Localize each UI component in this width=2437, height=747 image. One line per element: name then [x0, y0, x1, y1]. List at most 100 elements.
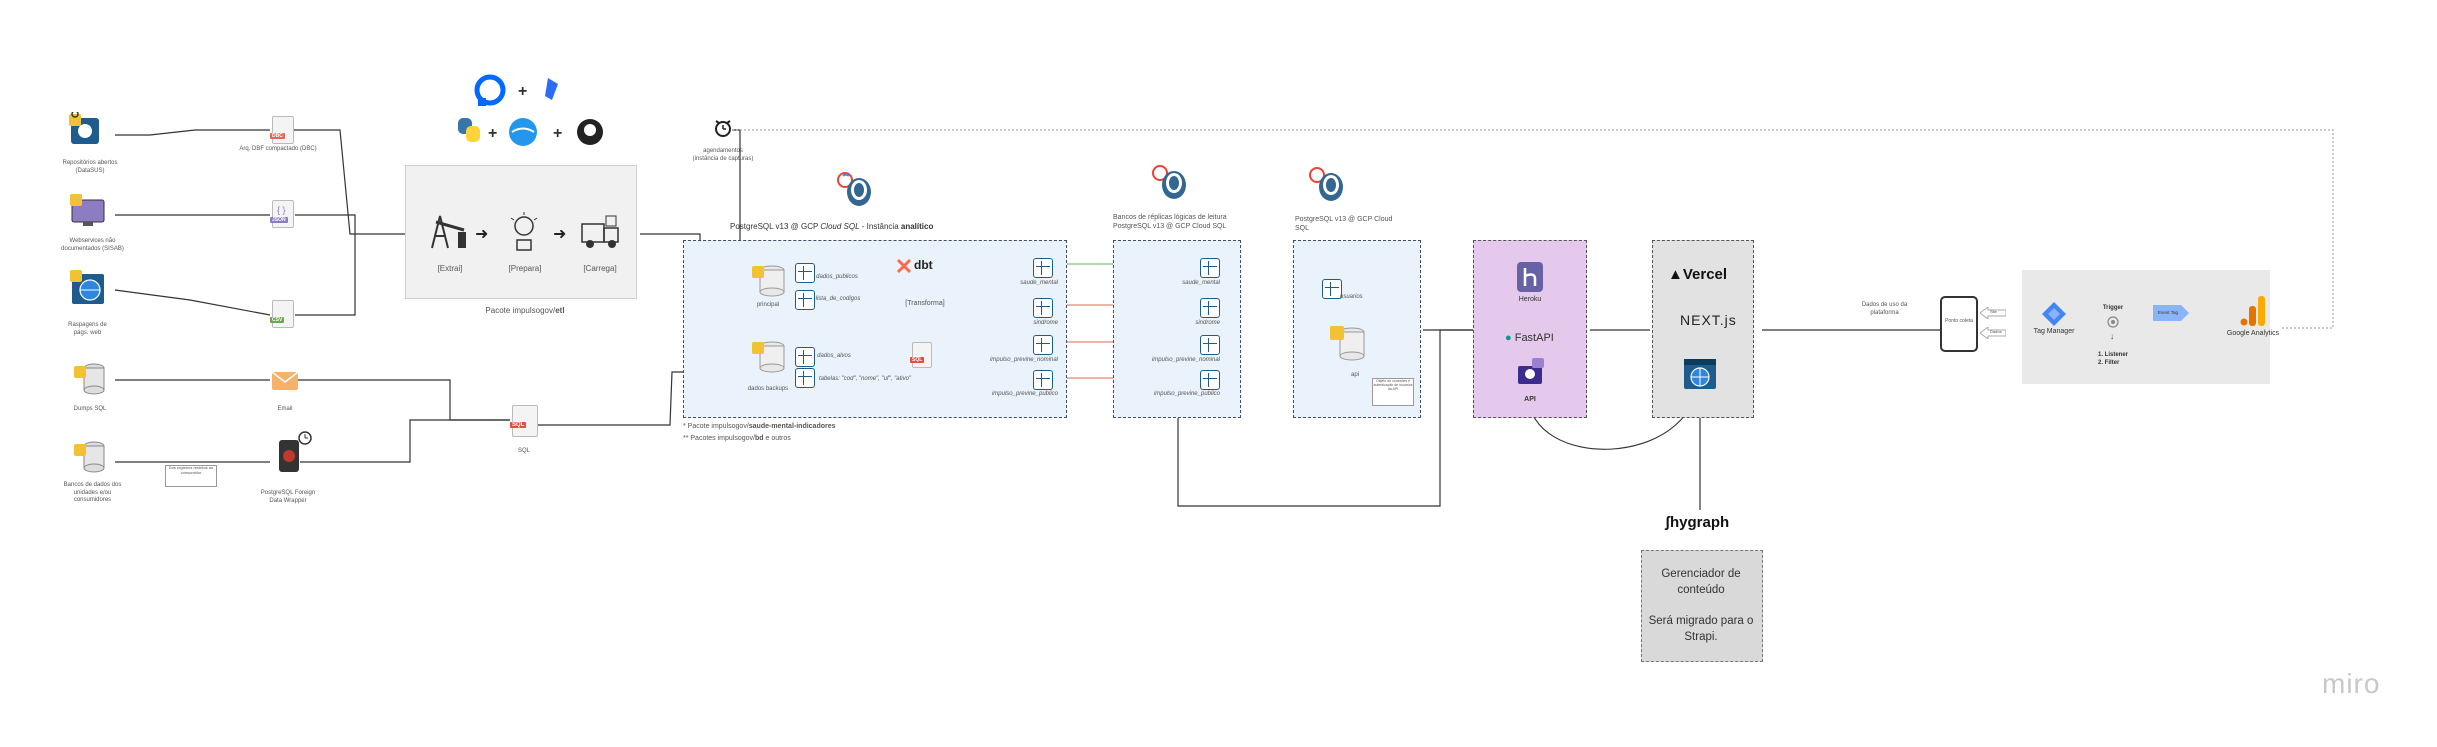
monitor-lock-icon — [70, 194, 105, 226]
svg-text:+: + — [553, 125, 562, 142]
fdw-label: PostgreSQL Foreign Data Wrapper — [260, 490, 316, 504]
extract-icon — [428, 210, 470, 252]
webservices-label: Webservices não documentados (SISAB) — [61, 238, 124, 252]
table-label-dados-alvos: dados_alvos — [817, 353, 851, 359]
heroku-icon — [1517, 262, 1543, 292]
trigger-item-1-text: Listener — [2104, 352, 2129, 358]
table-label-tabelas: tabelas: "cod", "nome", "uf", "ativo" — [818, 376, 912, 382]
svg-text:+: + — [518, 83, 527, 100]
vercel-icon: ▲ — [1668, 266, 1683, 283]
bancos-source — [72, 438, 108, 474]
etl-caption-bold: etl — [555, 306, 565, 315]
trigger-label: Trigger — [2102, 305, 2124, 311]
note1-prefix: * Pacote impulsogov/ — [683, 423, 749, 430]
email-icon — [271, 371, 299, 390]
etl-caption: Pacote impulsogov/etl — [465, 306, 585, 316]
sql-transform-icon: SQL — [910, 342, 932, 368]
repositorios-label: Repositórios abertos (DataSUS) — [62, 160, 118, 174]
dbt-icon — [896, 258, 912, 274]
restricted-note: Dos registros restritos ao consumidor — [165, 465, 217, 487]
csv-tag: CSV — [270, 317, 285, 323]
out-label-previne-publico: impulso_previne_publico — [991, 391, 1058, 397]
prefect-icon — [545, 78, 558, 100]
dumps-label: Dumps SQL — [73, 406, 107, 412]
table-icon — [795, 368, 815, 388]
raspagem-source — [68, 268, 108, 308]
principal-db-icon — [750, 262, 786, 298]
nextjs-label: NEXT.js — [1680, 312, 1737, 328]
dados-arrow: Dados — [1979, 326, 2007, 340]
api-db-icon — [1328, 322, 1368, 362]
dados-uso-label: Dados de uso da plataforma — [1861, 302, 1908, 316]
arrow-icon: ➜ — [475, 226, 489, 243]
google-analytics-icon — [2240, 296, 2266, 326]
dumps-source — [72, 360, 108, 396]
hygraph-icon: ʃ — [1665, 514, 1670, 531]
dados-arrow-label: Dados — [1990, 329, 2002, 334]
database-lock-icon — [74, 441, 105, 473]
fastapi-logo: ● FastAPI — [1505, 332, 1554, 344]
alarm-clock-icon — [713, 118, 733, 138]
replica-label-3: impulso_previne_nominal — [1151, 357, 1220, 363]
repositorios-source — [65, 110, 105, 152]
api-label: API — [1524, 396, 1536, 403]
table-icon — [1033, 370, 1053, 390]
principal-label: principal — [756, 302, 780, 308]
csv-file-icon: CSV — [270, 300, 294, 328]
restricted-note-text: Dos registros restritos ao consumidor — [168, 465, 214, 475]
extract-label: [Extrai] — [437, 264, 463, 273]
etl-tools-logos: + + + — [440, 70, 630, 155]
webservices-source — [68, 192, 108, 232]
table-icon — [795, 290, 815, 310]
note2-suffix: e outros — [763, 435, 791, 442]
analytics-box — [2022, 270, 2270, 384]
tag-manager-label: Tag Manager — [2033, 328, 2075, 335]
api-db-note-text: Objeto de conexões e autenticação de usu… — [1373, 379, 1413, 392]
trigger-item-1: 1. Listener — [2098, 352, 2129, 358]
repository-lock-icon — [69, 110, 99, 144]
ponto-coleta-label: Ponto coleta — [1945, 318, 1973, 324]
dbc-file-icon: DBC — [270, 116, 294, 144]
sql-label: SQL — [517, 448, 530, 454]
prepare-icon — [505, 210, 543, 252]
trigger-down-arrow: ↓ — [2110, 332, 2114, 341]
vercel-label: Vercel — [1682, 266, 1728, 283]
prepare-label: [Prepara] — [508, 264, 542, 273]
docker-icon — [509, 118, 537, 146]
tag-manager-icon — [2042, 302, 2066, 326]
load-label: [Carrega] — [583, 264, 617, 273]
analitico-title: PostgreSQL v13 @ GCP Cloud SQL - Instânc… — [730, 222, 990, 232]
replicas-title: Bancos de réplicas lógicas de leitura Po… — [1113, 214, 1227, 230]
analitico-note-2: ** Pacotes impulsogov/bd e outros — [683, 435, 983, 444]
transform-label: [Transforma] — [905, 300, 945, 307]
cms-box — [1641, 550, 1763, 662]
table-icon — [1322, 279, 1342, 299]
table-icon — [795, 263, 815, 283]
table-icon — [1200, 258, 1220, 278]
json-tag: JSON — [270, 217, 288, 223]
sql-file-icon: SQL — [510, 405, 538, 437]
fastapi-label: FastAPI — [1514, 332, 1554, 344]
github-icon — [577, 119, 603, 145]
database-lock-icon — [74, 363, 105, 395]
heroku-label: Heroku — [1518, 296, 1542, 303]
dbc-tag: DBC — [270, 133, 285, 139]
globe-lock-icon — [70, 270, 104, 304]
api-db-title: PostgreSQL v13 @ GCP Cloud SQL — [1295, 216, 1393, 232]
backups-label: dados backups — [747, 386, 789, 392]
gcp-postgres-icon — [1150, 163, 1190, 203]
out-label-previne-nominal: impulso_previne_nominal — [989, 357, 1058, 363]
site-arrow-label: Site — [1990, 309, 1997, 314]
replica-label-1: saude_mental — [1182, 280, 1220, 286]
gcp-postgres-icon — [1307, 165, 1347, 205]
backups-db-icon — [750, 338, 786, 374]
analitico-box — [683, 240, 1067, 418]
arrow-icon: ➜ — [553, 226, 567, 243]
trigger-item-2-text: Filter — [2104, 360, 2120, 366]
site-arrow: Site — [1979, 306, 2007, 320]
table-icon — [1033, 298, 1053, 318]
load-icon — [580, 214, 626, 250]
table-icon — [1033, 258, 1053, 278]
replica-label-4: impulso_previne_publico — [1153, 391, 1220, 397]
bancos-label: Bancos de dados dos unidades e/ou consum… — [63, 482, 122, 503]
